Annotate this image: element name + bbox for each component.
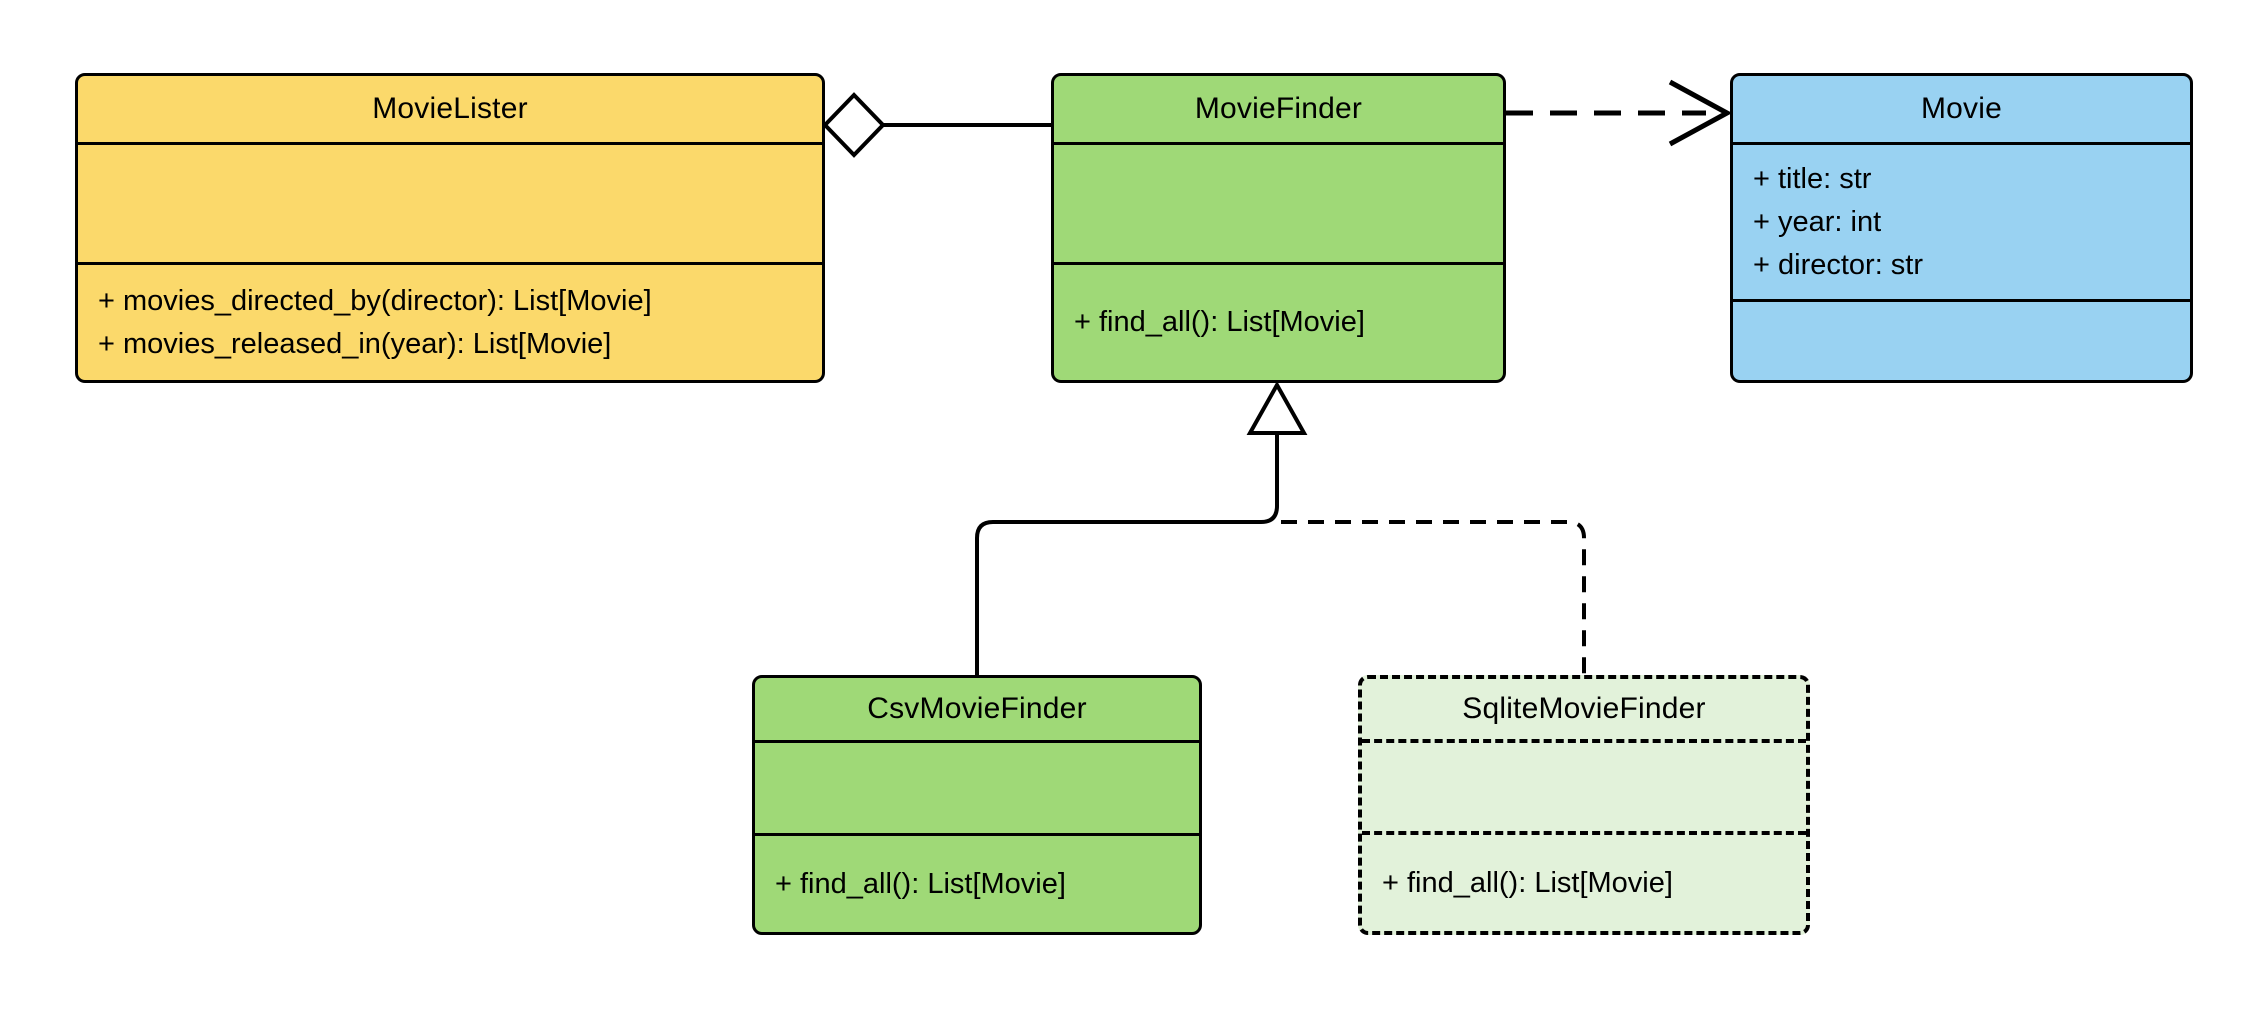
class-attributes: [78, 142, 822, 262]
class-box-sqlitemoviefinder: SqliteMovieFinder + find_all(): List[Mov…: [1358, 675, 1810, 935]
class-title: Movie: [1920, 92, 2003, 125]
open-arrowhead-icon: [1668, 79, 1733, 147]
class-attributes: [1362, 739, 1806, 831]
method-item: + find_all(): List[Movie]: [1074, 306, 1365, 338]
method-item: + movies_released_in(year): List[Movie]: [98, 327, 612, 360]
class-attributes: [755, 740, 1199, 833]
method-item: + find_all(): List[Movie]: [775, 867, 1066, 900]
class-title: MovieFinder: [1194, 92, 1363, 125]
class-methods: + find_all(): List[Movie]: [755, 833, 1199, 932]
method-item: + find_all(): List[Movie]: [1382, 866, 1673, 899]
attribute-item: + title: str: [1753, 162, 1872, 195]
class-title: MovieLister: [372, 92, 528, 125]
class-methods: + find_all(): List[Movie]: [1362, 831, 1806, 931]
method-item: + movies_directed_by(director): List[Mov…: [98, 284, 652, 317]
aggregation-diamond-icon: [822, 92, 886, 158]
class-title: SqliteMovieFinder: [1462, 692, 1706, 725]
class-box-moviefinder: MovieFinder + find_all(): List[Movie]: [1051, 73, 1506, 383]
inheritance-edge-csvmoviefinder-moviefinder: [975, 434, 1279, 677]
attribute-item: + year: int: [1753, 205, 1882, 238]
attribute-item: + director: str: [1753, 248, 1924, 281]
class-methods: + find_all(): List[Movie]: [1054, 262, 1503, 380]
class-attributes: [1054, 142, 1503, 262]
inheritance-triangle-icon: [1246, 380, 1308, 435]
aggregation-edge-movielister-moviefinder: [822, 92, 1051, 158]
class-title: CsvMovieFinder: [867, 692, 1087, 725]
dependency-edge-moviefinder-movie: [1506, 79, 1733, 147]
class-methods: [1733, 299, 2190, 380]
class-methods: + movies_directed_by(director): List[Mov…: [78, 262, 822, 380]
class-attributes: + title: str + year: int + director: str: [1733, 142, 2190, 299]
class-box-movielister: MovieLister + movies_directed_by(directo…: [75, 73, 825, 383]
inheritance-edge-sqlitemoviefinder-moviefinder: [1281, 520, 1586, 677]
class-box-movie: Movie + title: str + year: int + directo…: [1730, 73, 2193, 383]
class-box-csvmoviefinder: CsvMovieFinder + find_all(): List[Movie]: [752, 675, 1202, 935]
